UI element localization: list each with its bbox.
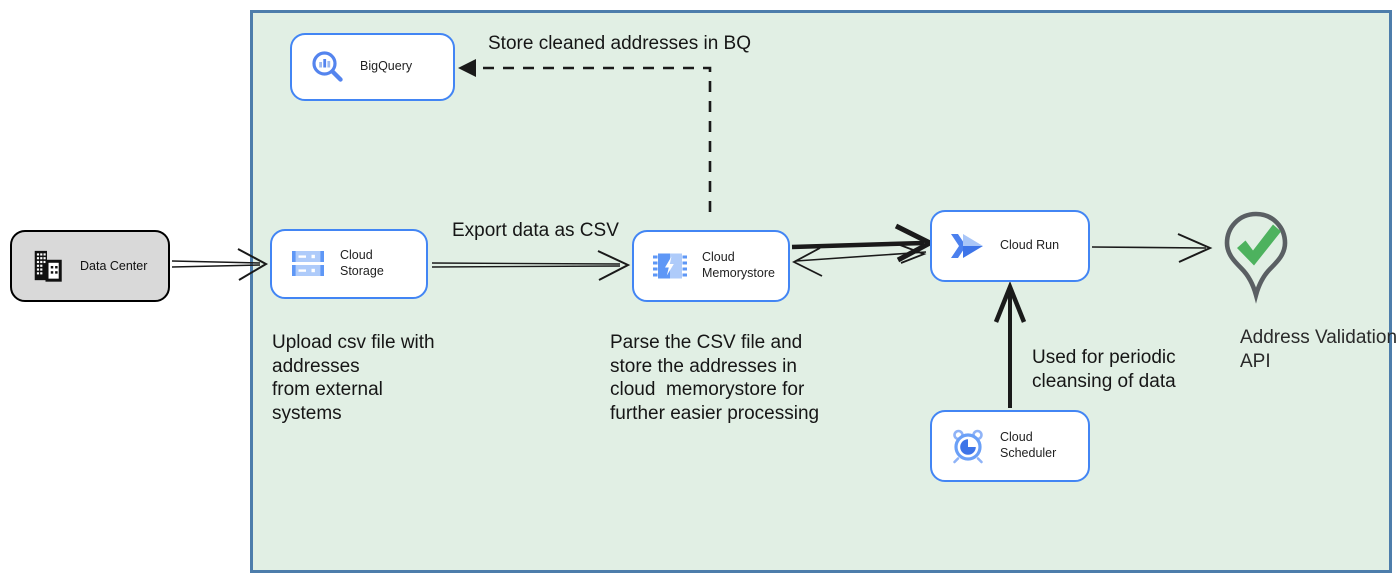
map-pin-check-icon — [1220, 208, 1292, 322]
node-cloud-scheduler[interactable]: Cloud Scheduler — [930, 410, 1090, 482]
node-label: Data Center — [80, 259, 148, 273]
annotation-parse-note: Parse the CSV file and store the address… — [610, 332, 820, 424]
alarm-clock-icon — [950, 428, 986, 464]
annotation-upload-note: Upload csv file with addresses from exte… — [272, 332, 435, 424]
node-label: BigQuery — [360, 59, 413, 74]
arrow-run-to-validation — [1091, 233, 1213, 263]
node-cloud-storage[interactable]: Cloud Storage — [270, 229, 428, 299]
address-validation-label: Address Validation API — [1240, 327, 1398, 372]
building-icon — [30, 249, 64, 283]
arrow-memorystore-to-bigquery — [458, 59, 712, 212]
arrow-scheduler-to-run — [993, 280, 1027, 408]
annotation-periodic-note: Used for periodic cleansing of data — [1032, 347, 1176, 392]
node-bigquery[interactable]: BigQuery — [290, 33, 455, 101]
node-cloud-memorystore[interactable]: Cloud Memorystore — [632, 230, 790, 302]
node-address-validation[interactable] — [1220, 208, 1292, 322]
arrow-run-to-memorystore — [792, 244, 927, 277]
node-data-center[interactable]: Data Center — [10, 230, 170, 302]
memorystore-chip-icon — [652, 249, 688, 283]
node-cloud-run[interactable]: Cloud Run — [930, 210, 1090, 282]
annotation-export-csv: Export data as CSV — [452, 220, 619, 241]
arrow-memorystore-to-run — [791, 223, 936, 263]
arrow-storage-to-memorystore — [431, 250, 631, 281]
node-label: Cloud Scheduler — [1000, 430, 1057, 460]
annotation-store-bq: Store cleaned addresses in BQ — [488, 33, 751, 54]
gcp-boundary-zone — [250, 10, 1392, 573]
node-label: Cloud Memorystore — [702, 250, 775, 280]
node-label: Cloud Storage — [340, 248, 384, 278]
arrow-datacenter-to-storage — [171, 248, 269, 281]
cloud-run-icon — [950, 232, 986, 260]
node-label: Cloud Run — [1000, 238, 1060, 253]
cloud-storage-icon — [290, 249, 326, 279]
bigquery-icon — [310, 49, 346, 85]
